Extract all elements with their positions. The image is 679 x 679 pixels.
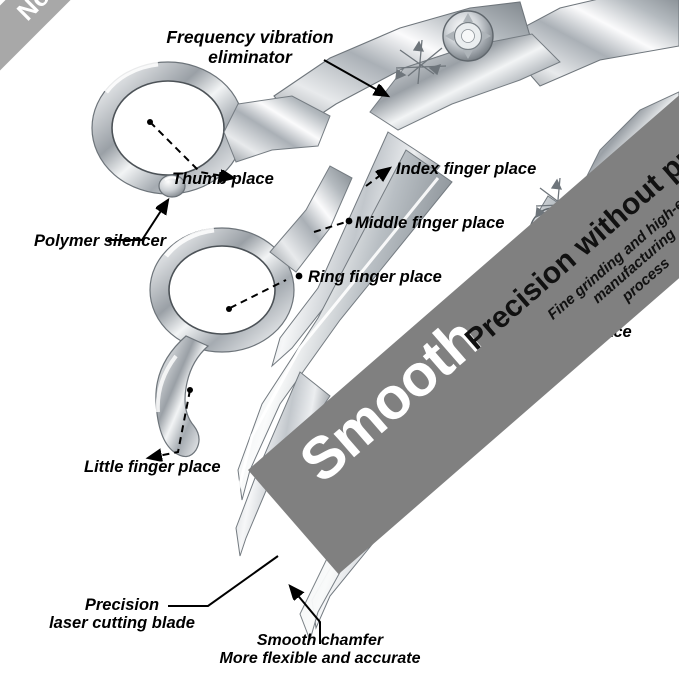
label-polymer-silencer: Polymer silencer bbox=[34, 232, 167, 250]
label-frequency-vibration-eliminator: Frequency vibration eliminator bbox=[166, 27, 334, 67]
little-finger-rest bbox=[155, 335, 210, 458]
label-thumb-place: Thumb place bbox=[172, 170, 274, 188]
leader-little-finger bbox=[148, 389, 191, 458]
feature-banner: Smooth Precision without pulling Fine gr… bbox=[248, 63, 679, 575]
pivot-screw-front bbox=[442, 10, 494, 62]
label-middle-finger-place: Middle finger place bbox=[355, 214, 505, 232]
label-smooth-chamfer: Smooth chamfer More flexible and accurat… bbox=[219, 632, 421, 667]
corner-badge-not-tired-text: Not tired bbox=[11, 0, 106, 27]
label-precision-laser-cutting-blade: Precision laser cutting blade bbox=[49, 596, 195, 633]
leader-middle-finger bbox=[313, 221, 347, 233]
corner-badge-banner: Not tired bbox=[0, 0, 164, 84]
label-little-finger-place: Little finger place bbox=[84, 458, 221, 476]
ring-finger-loop bbox=[149, 227, 295, 353]
star-engraving-front bbox=[395, 39, 447, 85]
leader-ring-finger bbox=[229, 279, 287, 309]
leader-index-finger bbox=[365, 168, 390, 187]
label-ring-finger-place: Ring finger place bbox=[308, 268, 442, 286]
label-index-finger-place: Index finger place bbox=[396, 160, 537, 178]
